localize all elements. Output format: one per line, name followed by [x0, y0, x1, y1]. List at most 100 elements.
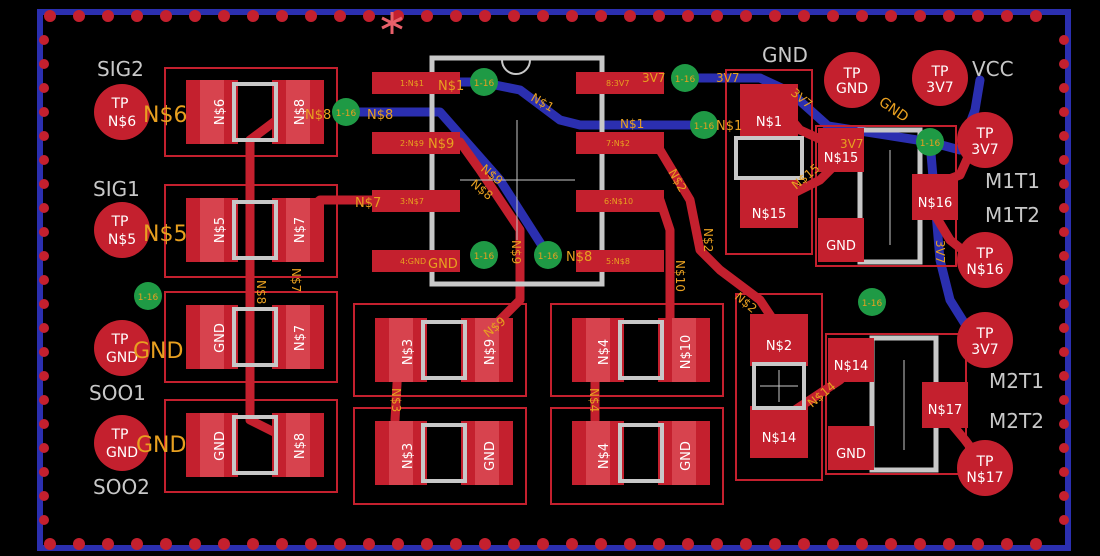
q2-pin1-label: N$14	[834, 359, 869, 374]
r10-label: N$10	[679, 335, 694, 370]
stitch-via	[276, 538, 288, 550]
r-gnd1-label: GND	[213, 323, 228, 353]
pad-highlight	[475, 318, 499, 382]
stitch-via	[44, 538, 56, 550]
r8b-label: N$8	[293, 433, 308, 459]
silkscreen	[164, 67, 967, 505]
r4a-label: N$4	[597, 339, 612, 365]
testpoint-sig1	[94, 202, 150, 258]
stitch-via	[334, 538, 346, 550]
stitch-via	[508, 10, 520, 22]
net-label-3v7-a: 3V7	[642, 71, 665, 85]
tp-m2b-net: N$17	[966, 470, 1003, 486]
stitch-via	[39, 467, 49, 477]
stitch-via	[73, 10, 85, 22]
net-label-ns1-trace: N$1	[620, 117, 644, 131]
resistor-body	[232, 200, 278, 260]
stitch-via	[39, 59, 49, 69]
stitch-via	[131, 10, 143, 22]
stitch-via	[740, 538, 752, 550]
stitch-via	[39, 131, 49, 141]
via-label: 1-16	[336, 109, 357, 119]
r-gnd3-label: GND	[483, 441, 498, 471]
q2-pin3	[922, 382, 968, 428]
pad-highlight	[286, 80, 310, 144]
label-m1t1: M1T1	[985, 169, 1040, 193]
tp-soo2-net: GND	[106, 445, 138, 461]
q1-pin3-label: N$16	[918, 196, 953, 211]
ic-u1	[429, 55, 605, 287]
resistor-body	[421, 423, 467, 483]
stitch-via	[740, 10, 752, 22]
stitch-via	[305, 10, 317, 22]
stitch-via	[537, 10, 549, 22]
r7a-label: N$7	[293, 217, 308, 243]
stitch-via	[160, 10, 172, 22]
stitch-via	[1059, 371, 1069, 381]
stitch-via	[44, 10, 56, 22]
tp-soo1-net: GND	[106, 350, 138, 366]
tp-m2a-net: 3V7	[971, 342, 998, 358]
stitch-via	[39, 251, 49, 261]
pad-highlight	[200, 80, 224, 144]
tp-m1a-text: TP	[976, 126, 994, 142]
origin-marker	[381, 12, 403, 34]
stitch-via	[508, 538, 520, 550]
net-label-ns8-pin: N$8	[566, 250, 592, 265]
r14-top-label: N$2	[766, 339, 792, 354]
stitch-via	[39, 35, 49, 45]
stitch-via	[885, 538, 897, 550]
resistor-r14	[750, 314, 808, 458]
stitch-via	[1059, 515, 1069, 525]
net-label-ns5: N$5	[143, 222, 187, 247]
pad-highlight	[286, 305, 310, 369]
label-sig2: SIG2	[97, 57, 144, 81]
q1-pin2-label: GND	[826, 239, 856, 254]
stitch-via	[39, 491, 49, 501]
stitch-via	[798, 538, 810, 550]
ic-pin-1	[372, 72, 460, 94]
trace-label-ns9-v: N$9	[509, 240, 523, 264]
stitch-via	[39, 107, 49, 117]
transistor-q2	[828, 335, 968, 473]
tp-gnd-text: TP	[843, 66, 861, 82]
via	[470, 241, 498, 269]
net-label-ns9-pin: N$9	[428, 137, 454, 152]
r-gnd2-label: GND	[213, 431, 228, 461]
stitch-via	[1059, 467, 1069, 477]
tp-vcc-net: 3V7	[926, 80, 953, 96]
stitch-via	[1059, 203, 1069, 213]
stitch-via	[1030, 538, 1042, 550]
stitch-via	[39, 347, 49, 357]
via	[534, 241, 562, 269]
resistor-r15	[734, 84, 804, 228]
via	[671, 64, 699, 92]
stitch-via	[102, 10, 114, 22]
stitch-via	[39, 227, 49, 237]
stitch-via	[39, 155, 49, 165]
tp-m1b-text: TP	[976, 246, 994, 262]
testpoint-sig2	[94, 84, 150, 140]
trace-label-3v7-v: 3V7	[933, 240, 947, 263]
stitch-via	[39, 395, 49, 405]
stitch-via	[1059, 131, 1069, 141]
stitch-via	[1059, 107, 1069, 117]
stitch-via	[827, 538, 839, 550]
ic-pin-5	[576, 250, 664, 272]
stitch-via	[131, 538, 143, 550]
label-soo1: SOO1	[89, 381, 146, 405]
r14-bottom-label: N$14	[762, 431, 797, 446]
r15-top-label: N$1	[756, 115, 782, 130]
ic-pin-6-label: 6:N$10	[604, 197, 633, 206]
stitch-via	[653, 10, 665, 22]
via-label: 1-16	[474, 79, 495, 89]
tp-m1a-net: 3V7	[971, 142, 998, 158]
stitch-via	[943, 538, 955, 550]
r4b-label: N$4	[597, 443, 612, 469]
stitch-via	[479, 538, 491, 550]
ic-pins	[372, 72, 664, 272]
tp-sig1-net: N$5	[108, 232, 136, 248]
stitch-via	[39, 179, 49, 189]
stitch-via	[1059, 299, 1069, 309]
